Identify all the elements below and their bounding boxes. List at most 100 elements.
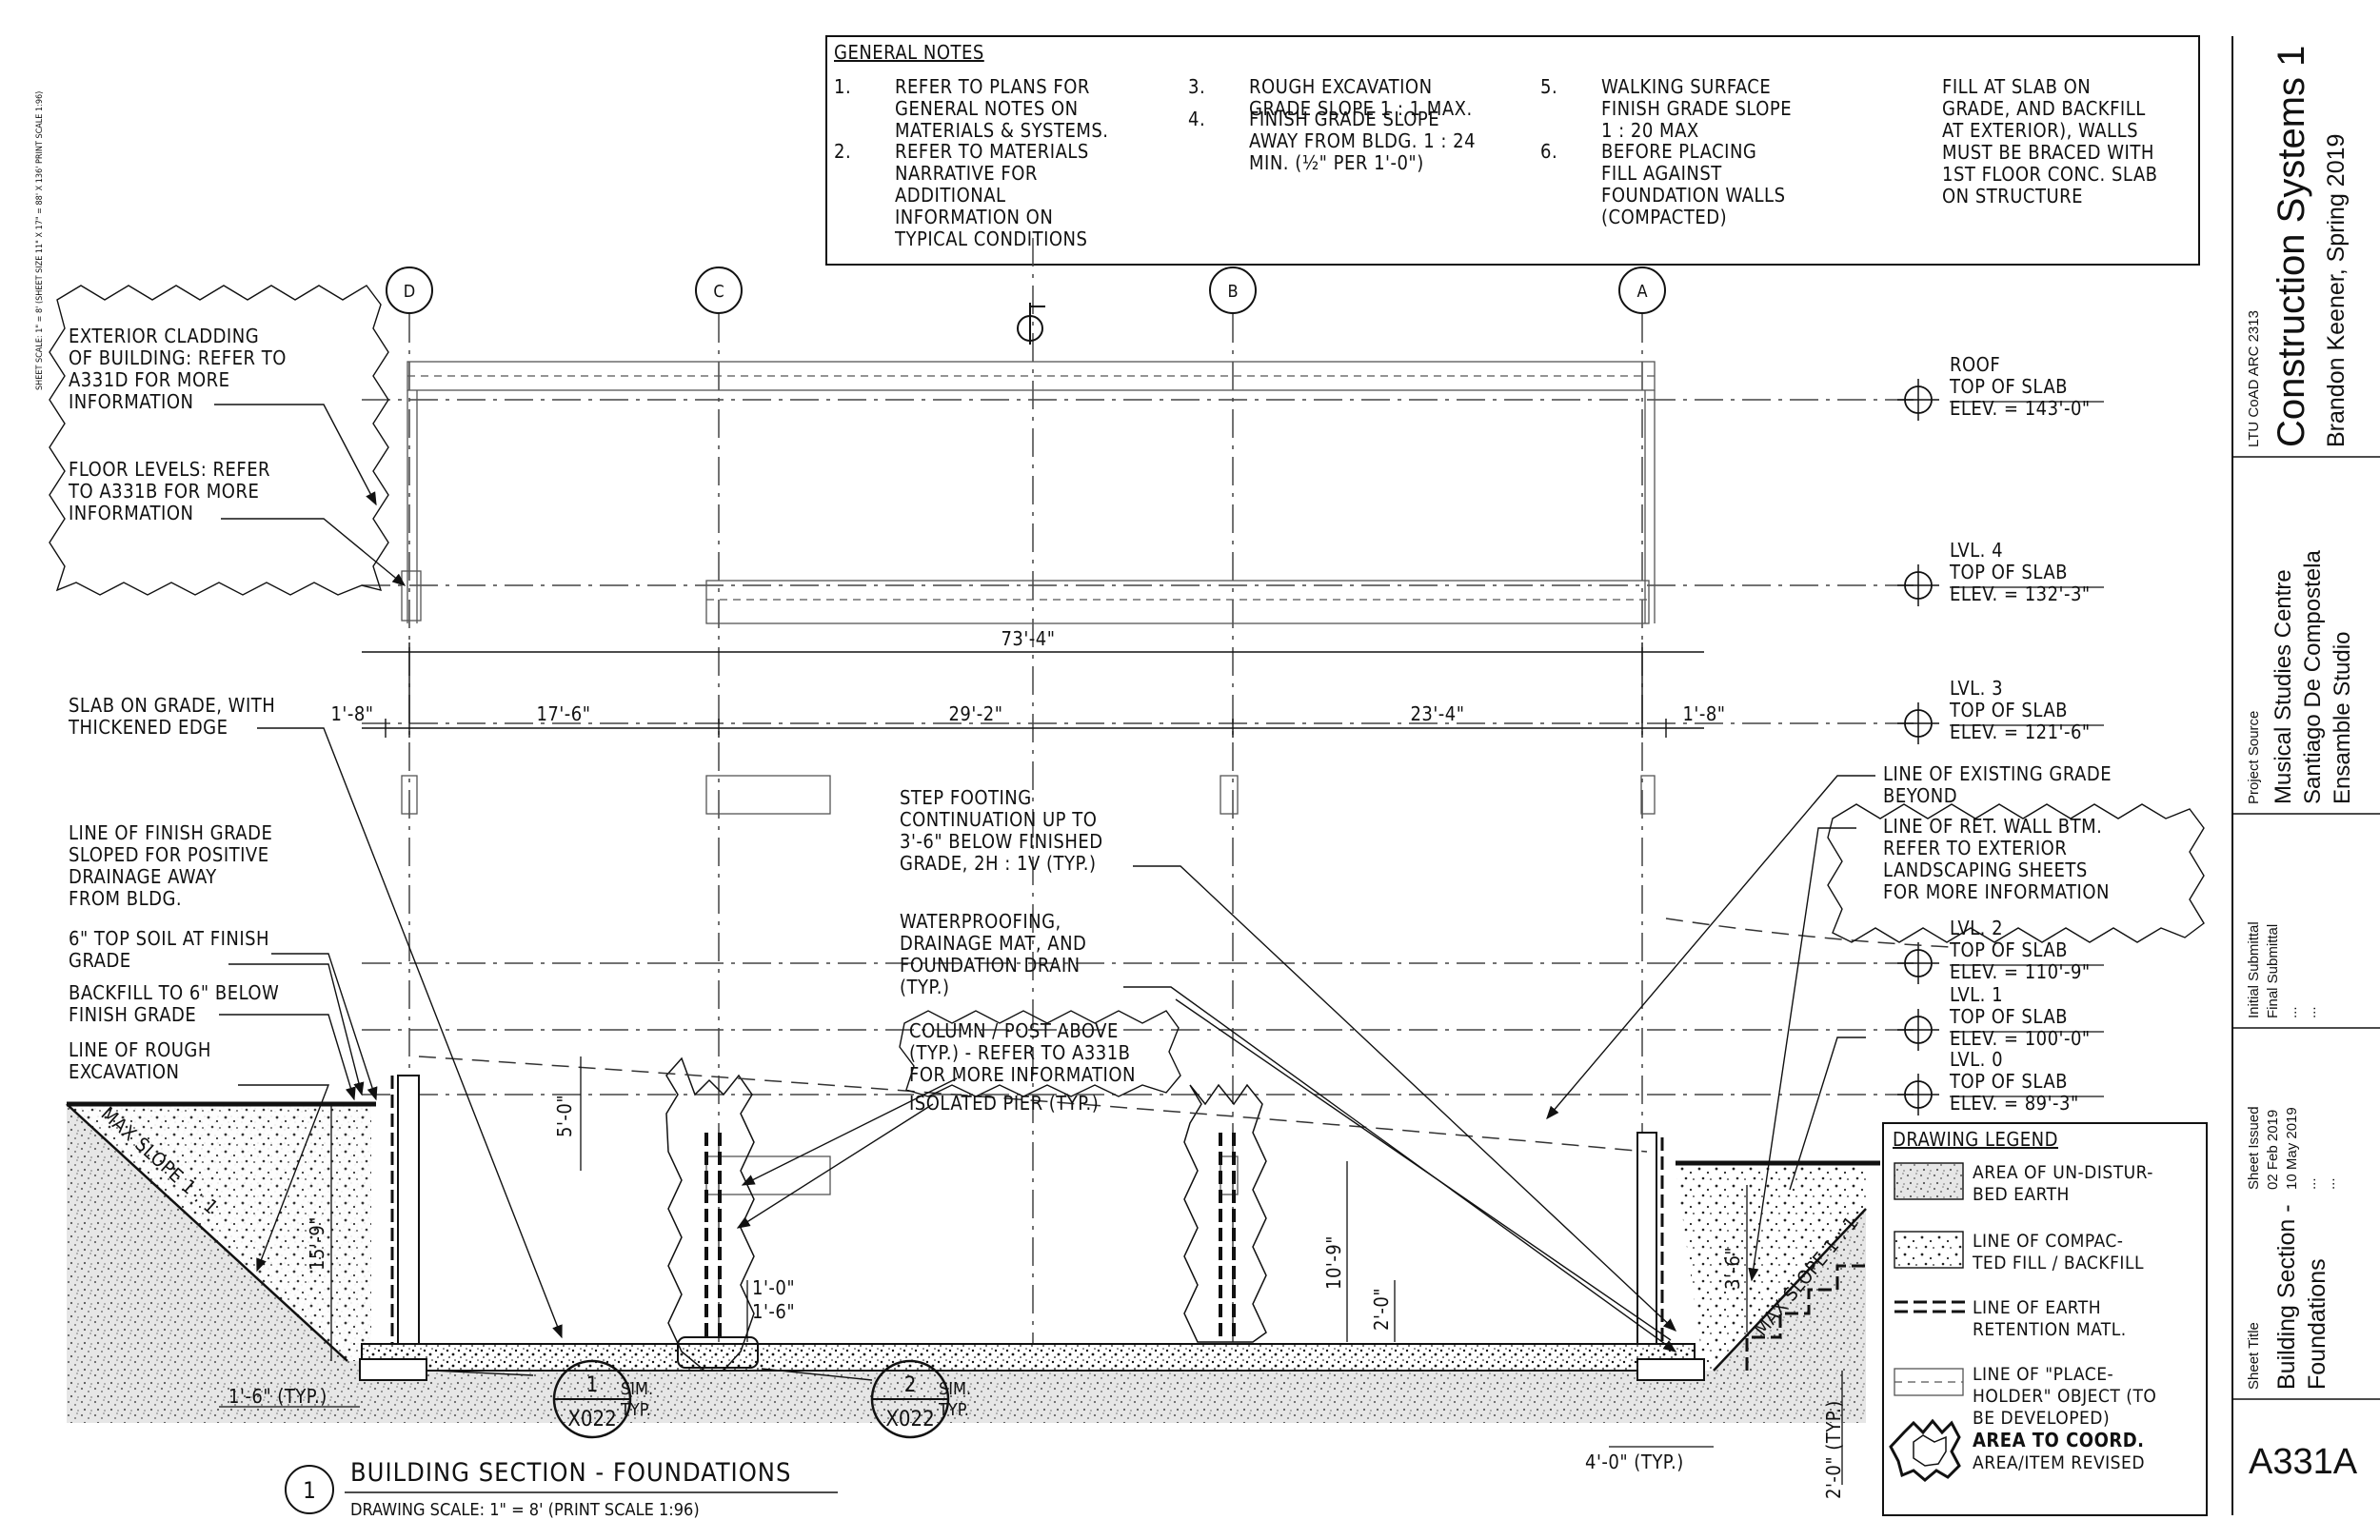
drawing-title-num: 1 <box>303 1477 316 1504</box>
drawing-title: 1 BUILDING SECTION - FOUNDATIONS DRAWING… <box>285 1458 838 1520</box>
legend-swatch-earth <box>1894 1162 1964 1200</box>
general-note-6-num: 6. <box>1540 140 1557 163</box>
general-note-5-line-3: 1 : 20 MAX <box>1601 119 1699 142</box>
annotation-floor-levels-line-3: INFORMATION <box>69 502 193 524</box>
annotation-ret-wall-line-2: REFER TO EXTERIOR <box>1883 837 2067 859</box>
level-0-line-2: TOP OF SLAB <box>1949 375 2068 398</box>
dim-10-9: 10'-9" <box>1322 1235 1345 1290</box>
detail-callout-2-num: 2 <box>904 1373 917 1397</box>
general-note-7-line-4: MUST BE BRACED WITH <box>1942 141 2154 164</box>
dimensions <box>362 642 1704 738</box>
earth-left <box>66 1101 376 1371</box>
level-5-line-3: ELEV. = 89'-3" <box>1950 1092 2079 1115</box>
drawing-legend: DRAWING LEGEND AREA OF UN-DISTUR-BED EAR… <box>1882 1122 2208 1516</box>
level-1-line-1: LVL. 4 <box>1950 539 2003 562</box>
title-block-issued-1: 02 Feb 2019 <box>2265 1110 2281 1190</box>
detail-callout-1-note-1: SIM. <box>621 1379 653 1399</box>
annotation-waterproofing-line-3: FOUNDATION DRAIN <box>900 954 1081 977</box>
centerline-icon <box>1017 303 1045 345</box>
general-note-2-line-2: NARRATIVE FOR <box>895 162 1038 185</box>
title-block-project-2: Santiago De Compostela <box>2300 550 2326 804</box>
level-5-line-1: LVL. 0 <box>1950 1048 2003 1071</box>
title-block-issued-label: Sheet Issued <box>2246 1106 2262 1190</box>
annotation-ret-wall-line-4: FOR MORE INFORMATION <box>1883 880 2110 903</box>
title-block-issued-4: ... <box>2322 1177 2338 1190</box>
title-block-sheet-title-1: Building Section - <box>2273 1204 2300 1390</box>
detail-callout-1-sheet: X022 <box>567 1408 616 1431</box>
annotation-top-soil-line-2: GRADE <box>69 949 131 972</box>
legend-item-3-line-1: LINE OF EARTH <box>1973 1297 2101 1318</box>
title-block-issued-3: ... <box>2303 1177 2319 1190</box>
general-note-7-line-2: GRADE, AND BACKFILL <box>1942 97 2146 120</box>
annotation-ret-wall-line-3: LANDSCAPING SHEETS <box>1883 859 2088 881</box>
dim-bay-3: 29'-2" <box>948 702 1002 725</box>
detail-callout-2-note-2: TYP. <box>938 1400 969 1420</box>
earth-right <box>1676 1160 1880 1372</box>
general-note-1-line-3: MATERIALS & SYSTEMS. <box>895 119 1109 142</box>
annotation-finish-grade-line-3: DRAINAGE AWAY <box>69 865 217 888</box>
grid-label-c: C <box>713 282 724 302</box>
dim-2-0: 2'-0" <box>1370 1288 1393 1331</box>
level-0-line-3: ELEV. = 143'-0" <box>1950 397 2091 420</box>
level-1-line-3: ELEV. = 132'-3" <box>1950 582 2091 605</box>
legend-swatch-placeholder <box>1894 1368 1964 1396</box>
general-note-4-line-3: MIN. (½" PER 1'-0") <box>1249 151 1424 174</box>
general-note-2-line-1: REFER TO MATERIALS <box>895 140 1089 163</box>
grid-label-d: D <box>404 282 415 302</box>
detail-callout-1-num: 1 <box>586 1373 599 1397</box>
title-block-submittal-3: ... <box>2284 1006 2300 1018</box>
dim-bay-5: 1'-8" <box>1682 702 1725 725</box>
legend-item-3-line-2: RETENTION MATL. <box>1973 1319 2127 1340</box>
annotation-slab-on-grade-line-2: THICKENED EDGE <box>68 716 228 739</box>
dim-1-6: 1'-6" <box>752 1300 795 1323</box>
annotation-cladding-line-2: OF BUILDING: REFER TO <box>69 346 287 369</box>
legend-swatch-retention <box>1894 1300 1965 1313</box>
title-block-submittal-2: Final Submittal <box>2265 924 2281 1018</box>
general-note-2-num: 2. <box>834 140 851 163</box>
level-4-line-1: LVL. 1 <box>1950 983 2003 1006</box>
general-note-6-line-2: FILL AGAINST <box>1601 162 1722 185</box>
existing-grade-lines <box>418 918 1953 1153</box>
annotation-column-post-line-3: FOR MORE INFORMATION <box>909 1063 1136 1086</box>
annotation-waterproofing-line-2: DRAINAGE MAT, AND <box>900 932 1086 955</box>
dim-bay-2: 17'-6" <box>536 702 590 725</box>
general-note-4-num: 4. <box>1188 108 1205 130</box>
title-block-sheet-title-label: Sheet Title <box>2246 1322 2262 1390</box>
legend-item-5-line-2: AREA/ITEM REVISED <box>1973 1452 2145 1473</box>
legend-item-4-line-2: HOLDER" OBJECT (TO <box>1973 1386 2156 1407</box>
legend-item-2-line-2: TED FILL / BACKFILL <box>1972 1253 2144 1273</box>
general-note-5-num: 5. <box>1540 75 1557 98</box>
annotation-waterproofing-line-1: WATERPROOFING, <box>900 910 1061 933</box>
detail-callout-2-sheet: X022 <box>885 1408 934 1431</box>
dim-4-typ: 4'-0" (TYP.) <box>1585 1451 1684 1473</box>
detail-callout-2-note-1: SIM. <box>939 1379 971 1399</box>
annotation-rough-excavation-line-1: LINE OF ROUGH <box>69 1038 211 1061</box>
title-block-course: LTU CoAD ARC 2313 <box>2246 310 2262 447</box>
title-block: LTU CoAD ARC 2313 Construction Systems 1… <box>2231 36 2380 1515</box>
legend-item-5-line-1: AREA TO COORD. <box>1973 1429 2145 1451</box>
general-note-6-line-3: FOUNDATION WALLS <box>1601 184 1786 207</box>
level-2-line-2: TOP OF SLAB <box>1949 699 2068 721</box>
annotation-step-footing-line-4: GRADE, 2H : 1V (TYP.) <box>900 852 1097 875</box>
annotation-step-footing-line-1: STEP FOOTING <box>900 786 1032 809</box>
legend-item-2-line-1: LINE OF COMPAC- <box>1973 1231 2123 1252</box>
title-block-project-1: Musical Studies Centre <box>2271 569 2296 804</box>
drawing-title-text: BUILDING SECTION - FOUNDATIONS <box>350 1458 791 1488</box>
annotation-finish-grade-line-1: LINE OF FINISH GRADE <box>69 821 272 844</box>
annotation-column-post-line-1: COLUMN / POST ABOVE <box>909 1019 1119 1042</box>
annotation-existing-grade-line-2: BEYOND <box>1883 784 1957 807</box>
general-note-2-line-4: INFORMATION ON <box>895 206 1053 228</box>
detail-callout-1[interactable]: 1 X022 SIM. TYP. <box>432 1359 653 1439</box>
annotation-rough-excavation-line-2: EXCAVATION <box>69 1060 180 1083</box>
grid-label-a: A <box>1636 282 1647 302</box>
level-2-line-1: LVL. 3 <box>1950 677 2003 700</box>
legend-item-4-line-1: LINE OF "PLACE- <box>1973 1364 2113 1385</box>
revision-cloud-column <box>899 1010 1181 1097</box>
general-note-1-line-2: GENERAL NOTES ON <box>895 97 1079 120</box>
detail-callout-2[interactable]: 2 X022 SIM. TYP. <box>761 1359 971 1439</box>
drawing-title-scale: DRAWING SCALE: 1" = 8' (PRINT SCALE 1:96… <box>350 1500 700 1520</box>
annotation-ret-wall-line-1: LINE OF RET. WALL BTM. <box>1883 815 2102 838</box>
dim-3-6: 3'-6" <box>1721 1247 1744 1290</box>
